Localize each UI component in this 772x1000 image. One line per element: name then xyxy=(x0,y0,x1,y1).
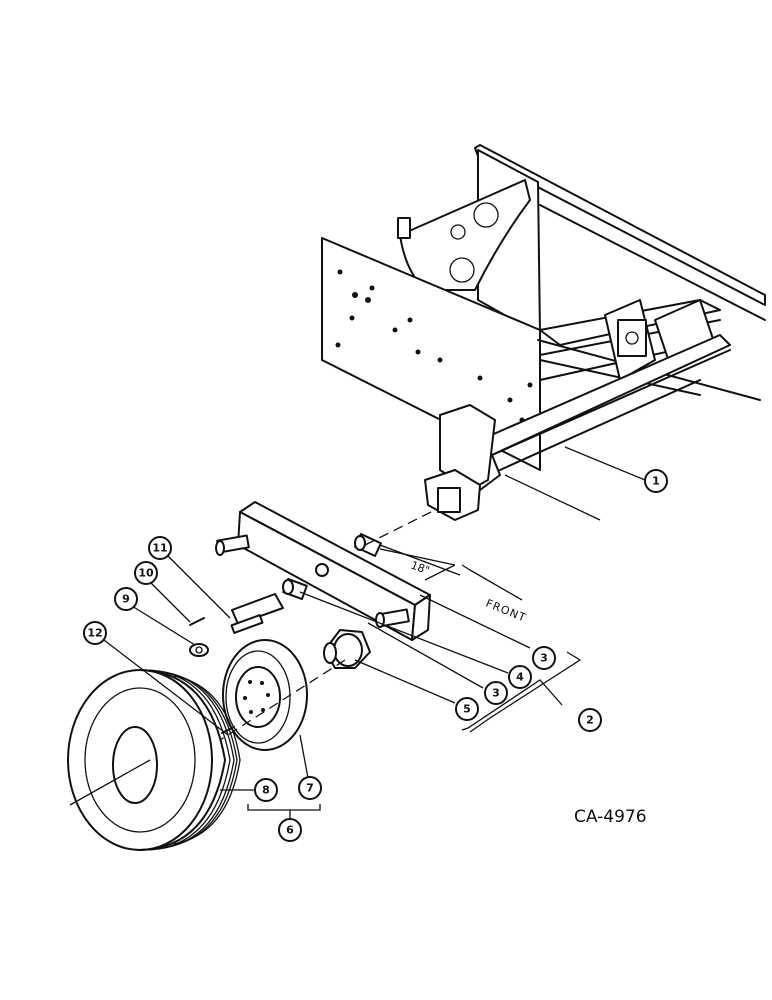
svg-text:5: 5 xyxy=(463,703,471,716)
callout-1: 1 xyxy=(644,469,668,493)
main-frame xyxy=(321,144,766,521)
callout-4: 4 xyxy=(508,665,532,689)
svg-text:4: 4 xyxy=(516,671,524,684)
mount-bushing xyxy=(354,533,382,557)
svg-text:12: 12 xyxy=(87,627,102,640)
callout-5: 5 xyxy=(455,697,479,721)
callout-12: 12 xyxy=(83,621,107,645)
axle-tube xyxy=(215,501,431,641)
dimension-label: 18" xyxy=(409,559,431,578)
callout-10: 10 xyxy=(134,561,158,585)
svg-text:3: 3 xyxy=(492,687,500,700)
leader-lines xyxy=(69,446,646,818)
callout-11: 11 xyxy=(148,536,172,560)
figure-code: CA-4976 xyxy=(574,807,647,827)
front-direction-label: FRONT xyxy=(484,597,528,625)
callout-7: 7 xyxy=(298,776,322,800)
callout-8: 8 xyxy=(254,778,278,802)
tire xyxy=(67,669,241,851)
svg-text:3: 3 xyxy=(540,652,548,665)
svg-text:11: 11 xyxy=(152,542,167,555)
wheel-rim xyxy=(221,639,308,751)
svg-text:6: 6 xyxy=(286,824,294,837)
wheel-hub xyxy=(323,629,371,669)
svg-text:9: 9 xyxy=(122,593,130,606)
callout-3-upper: 3 xyxy=(532,646,556,670)
svg-text:1: 1 xyxy=(652,475,660,488)
callout-6: 6 xyxy=(278,818,302,842)
callout-9: 9 xyxy=(114,587,138,611)
svg-text:2: 2 xyxy=(586,714,594,727)
svg-text:8: 8 xyxy=(262,784,270,797)
spindle-assembly xyxy=(189,593,284,657)
svg-text:7: 7 xyxy=(306,782,314,795)
plate-holes xyxy=(335,269,533,423)
svg-text:10: 10 xyxy=(138,567,154,580)
spacer xyxy=(282,578,308,600)
callout-3-lower: 3 xyxy=(484,681,508,705)
callout-2: 2 xyxy=(578,708,602,732)
